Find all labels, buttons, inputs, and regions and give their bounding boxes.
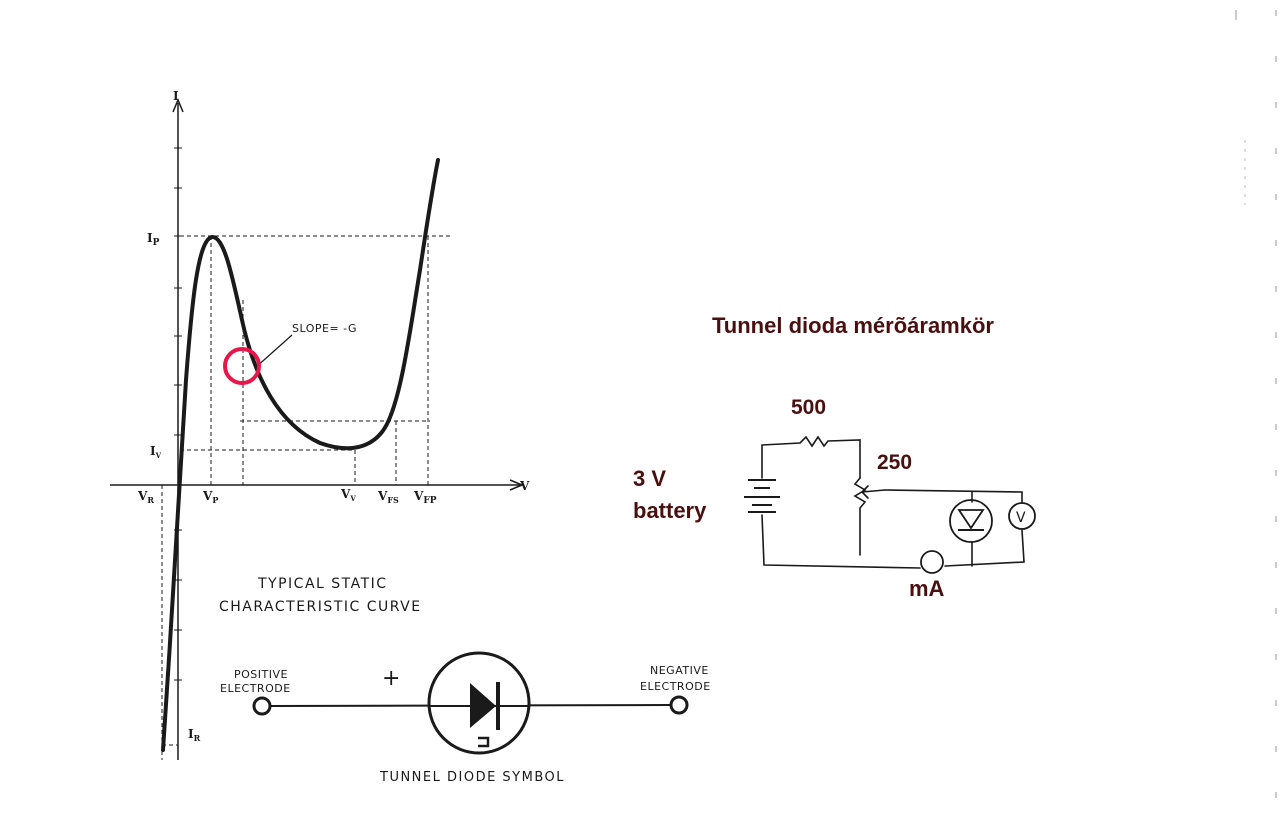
- measurement-circuit: Tunnel dioda mérõáramkör 500 250 3 V bat…: [633, 313, 1036, 601]
- positive-electrode-label-1: POSITIVE: [234, 668, 288, 681]
- dut-diode-icon: [957, 509, 985, 530]
- i-axis-arrow: [172, 98, 184, 113]
- vfs-label: VFS: [377, 489, 399, 505]
- circuit-title: Tunnel dioda mérõáramkör: [712, 313, 994, 338]
- iv-label: IV: [150, 444, 162, 460]
- i-axis-label: I: [173, 89, 179, 103]
- negative-electrode-label-2: ELECTRODE: [640, 680, 711, 693]
- positive-electrode-label-2: ELECTRODE: [220, 682, 291, 695]
- positive-terminal: [252, 696, 272, 716]
- curve-caption-line1: TYPICAL STATIC: [257, 576, 388, 592]
- pot-value: 250: [877, 451, 912, 474]
- negative-terminal: [669, 695, 689, 715]
- resistor-value: 500: [791, 396, 826, 419]
- plus-sign: +: [382, 666, 402, 691]
- symbol-caption: TUNNEL DIODE SYMBOL: [379, 770, 565, 785]
- diode-triangle: [470, 683, 496, 728]
- ammeter-label: mA: [909, 576, 945, 601]
- voltmeter-icon: [1008, 502, 1036, 530]
- characteristic-curve-plot: SLOPE= -G I V IP IV IR VR VP VV VFS VFP …: [110, 89, 530, 760]
- vv-label: VV: [340, 487, 356, 503]
- negative-electrode-label-1: NEGATIVE: [650, 664, 709, 677]
- slope-leader: [254, 334, 293, 369]
- vfp-label: VFP: [413, 489, 437, 506]
- battery-voltage: 3 V: [633, 466, 666, 491]
- tunnel-diode-iv-curve: [161, 158, 440, 752]
- tunnel-diode-symbol: POSITIVE ELECTRODE + NEGATIVE ELECTRODE …: [220, 651, 711, 785]
- highlight-circle: [223, 347, 261, 385]
- ammeter-icon: [920, 550, 944, 574]
- vp-label: VP: [202, 489, 218, 505]
- voltmeter-symbol: V: [1016, 510, 1026, 526]
- curve-caption-line2: CHARACTERISTIC CURVE: [219, 599, 422, 615]
- vr-label: VR: [137, 489, 154, 505]
- v-axis-arrow: [509, 479, 524, 491]
- ir-label: IR: [188, 727, 201, 743]
- battery-label: battery: [633, 498, 707, 523]
- slope-label: SLOPE= -G: [292, 322, 357, 335]
- v-axis-label: V: [519, 479, 530, 493]
- tunnel-bracket: [478, 736, 490, 748]
- battery-symbol: [744, 479, 780, 513]
- circuit-wiring: [761, 435, 1025, 569]
- ip-label: IP: [147, 231, 160, 248]
- dut-circle: [949, 499, 993, 543]
